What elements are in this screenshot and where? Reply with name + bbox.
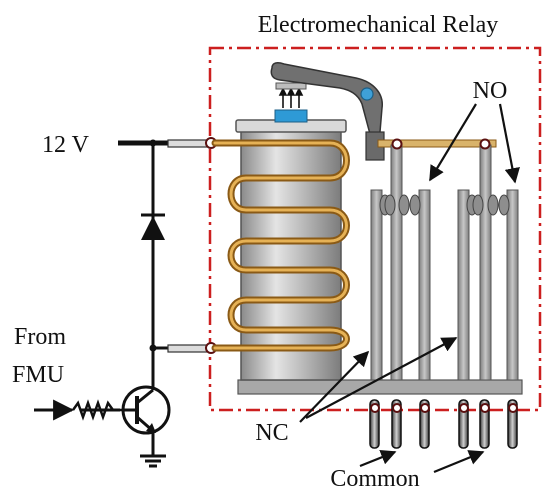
voltage-label: 12 V [42, 132, 90, 158]
common-blade-2 [479, 144, 492, 381]
input-label-line2: FMU [12, 362, 64, 388]
magnet-block [274, 109, 308, 123]
driver-circuit [34, 139, 208, 468]
nc-blade-2 [457, 189, 470, 381]
nc-blade-1 [370, 189, 383, 381]
npn-transistor-icon [121, 385, 171, 455]
diode-icon [141, 213, 165, 240]
no-label: NO [473, 78, 508, 104]
junction-dot-bottom [149, 344, 157, 352]
actuator-bar [377, 139, 497, 148]
armature-pivot [360, 87, 374, 101]
common-pointer-arrows [359, 449, 485, 474]
armature-lever [270, 62, 385, 161]
input-label-line1: From [14, 324, 66, 350]
nc-label: NC [255, 420, 288, 446]
no-pointer-arrows [429, 103, 520, 184]
junction-dot-top [149, 139, 157, 147]
ground-icon [140, 454, 166, 468]
no-blade-2 [506, 189, 519, 381]
relay-base-plate [237, 379, 523, 395]
no-blade-1 [418, 189, 431, 381]
coil-core [235, 119, 347, 381]
resistor-icon [71, 399, 137, 421]
terminal-pins [369, 399, 518, 449]
contact-blades [370, 138, 519, 381]
up-arrows-icon [278, 87, 304, 108]
relay-title: Electromechanical Relay [258, 12, 499, 38]
nc-pointer-arrows [299, 337, 458, 423]
common-label: Common [330, 466, 419, 492]
common-blade-1 [390, 144, 403, 381]
